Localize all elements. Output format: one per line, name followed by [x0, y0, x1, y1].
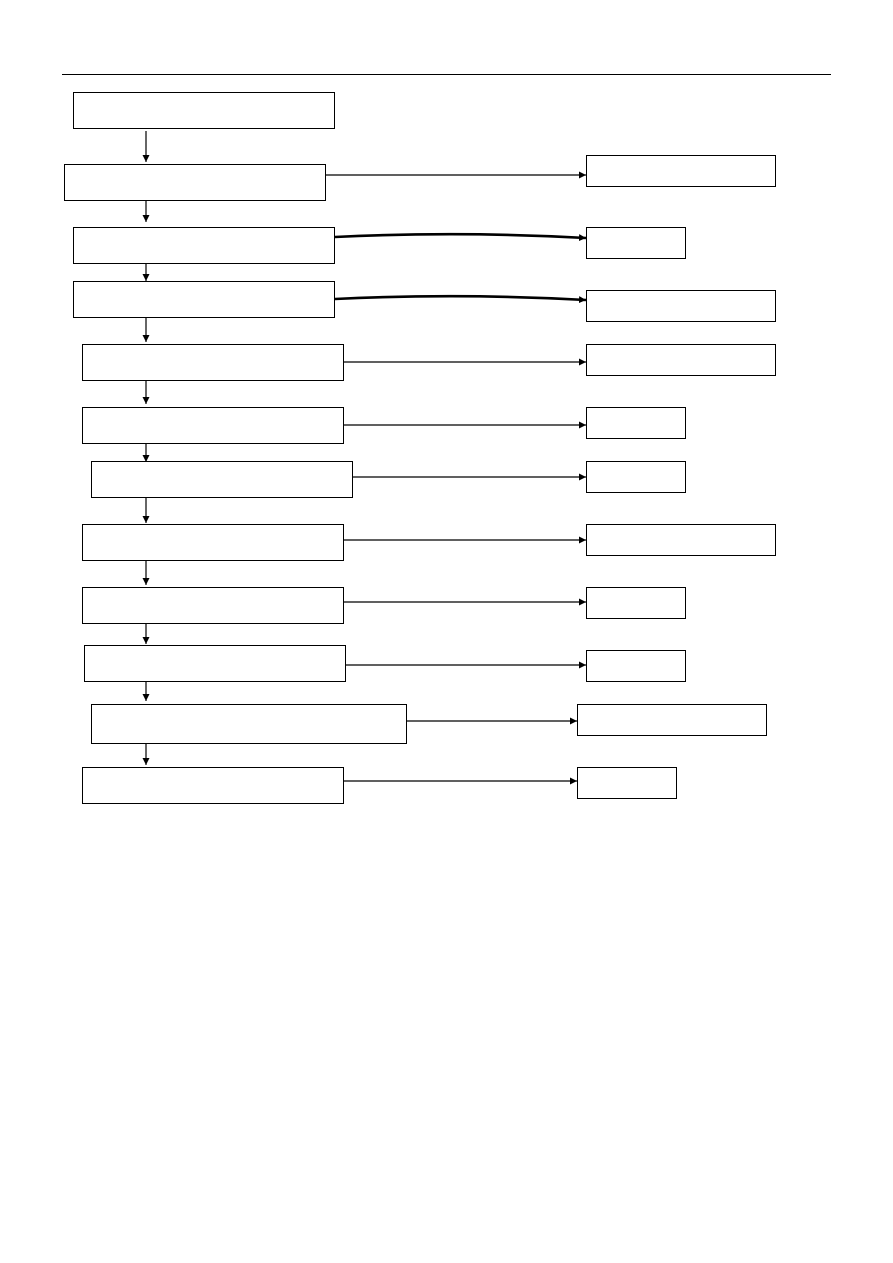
- right-arrow-4: [334, 294, 587, 304]
- step-box-12: [82, 767, 344, 804]
- step-box-3: [73, 227, 335, 264]
- outcome-box-7: [586, 461, 686, 493]
- outcome-box-10: [586, 650, 686, 682]
- step-box-9: [82, 587, 344, 624]
- step-box-2: [64, 164, 326, 201]
- step-box-4: [73, 281, 335, 318]
- outcome-box-3: [586, 227, 686, 259]
- step-box-7: [91, 461, 353, 498]
- header-rule: [62, 74, 831, 75]
- horizontal-outcome-arrows: [326, 171, 587, 785]
- outcome-box-5: [586, 344, 776, 376]
- outcome-box-6: [586, 407, 686, 439]
- step-box-11: [91, 704, 407, 744]
- outcome-box-2: [586, 155, 776, 187]
- outcome-box-4: [586, 290, 776, 322]
- outcome-box-8: [586, 524, 776, 556]
- step-box-8: [82, 524, 344, 561]
- outcome-box-12: [577, 767, 677, 799]
- right-arrow-3: [334, 232, 587, 242]
- outcome-box-11: [577, 704, 767, 736]
- outcome-box-9: [586, 587, 686, 619]
- step-box-5: [82, 344, 344, 381]
- step-box-1: [73, 92, 335, 129]
- step-box-10: [84, 645, 346, 682]
- step-box-6: [82, 407, 344, 444]
